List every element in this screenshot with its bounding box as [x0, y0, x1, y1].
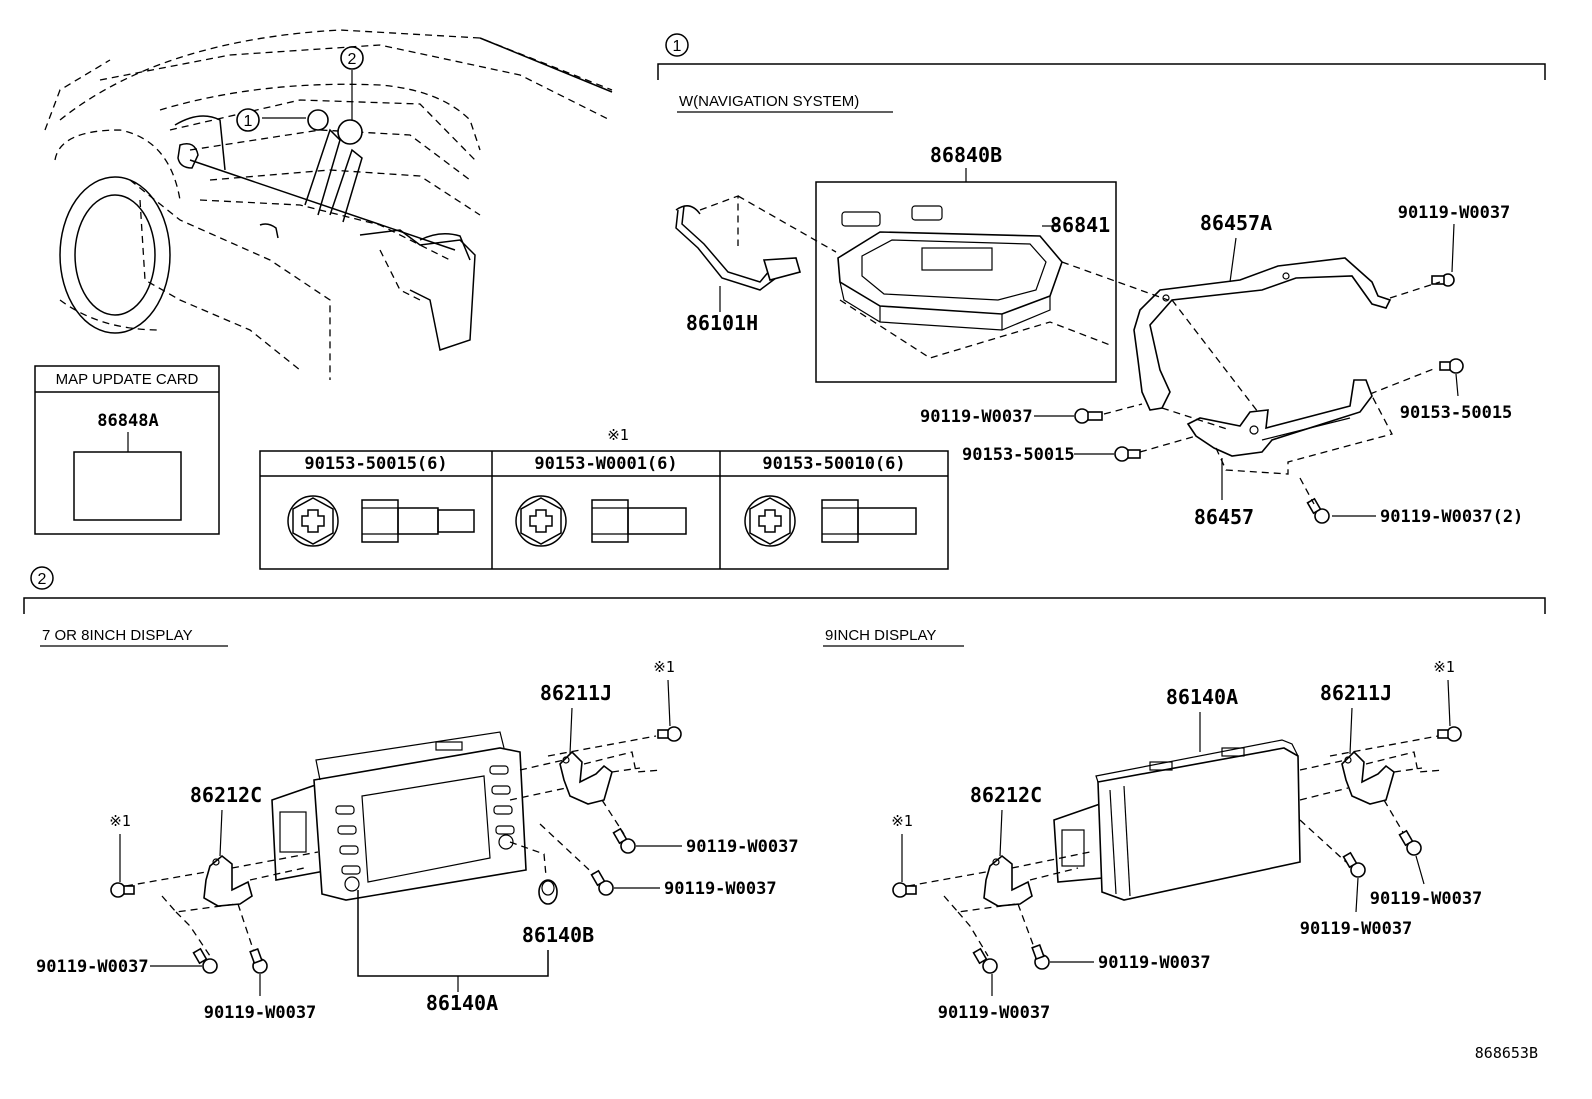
part-86211J-right-label: 86211J: [1320, 681, 1392, 705]
note-left-display-left: ※1: [109, 812, 131, 830]
section-2-marker: 2: [38, 571, 47, 588]
part-86457-label: 86457: [1194, 505, 1254, 529]
part-86212C-right-label: 86212C: [970, 783, 1042, 807]
bolt-icon: [657, 726, 682, 742]
navigation-bracket-upper: [1133, 257, 1392, 411]
map-update-card-title: MAP UPDATE CARD: [56, 371, 199, 388]
bolt-90119-W0037-right-display-bottom-left-label: 90119-W0037: [938, 1003, 1051, 1023]
bolt-icon: [1437, 726, 1462, 742]
bolt-90119-W0037-right-display-right-2-label: 90119-W0037: [1370, 889, 1483, 909]
screw-90153-50015-right-label: 90153-50015: [1400, 403, 1513, 423]
bolt-icon: [249, 947, 268, 974]
bracket-right-icon: [559, 750, 613, 805]
screw-column-1-label: 90153-50015(6): [304, 454, 447, 474]
display-assembly-9-inch: 86140A 86212C ※1 90119-W0037: [891, 658, 1482, 1023]
bolt-icon: [1431, 273, 1455, 287]
screw-side-icon: [591, 499, 687, 543]
bolt-icon: [110, 882, 135, 898]
part-86140B-label: 86140B: [522, 923, 594, 947]
part-86140A-left-label: 86140A: [426, 991, 498, 1015]
note-right-display-right: ※1: [1433, 658, 1455, 676]
bolt-90119-W0037-left-display-bottom-left-label: 90119-W0037: [36, 957, 149, 977]
note-right-display-left: ※1: [891, 812, 913, 830]
knob-icon: [538, 879, 558, 905]
bolt-90119-W0037-left-display-right-1-label: 90119-W0037: [686, 837, 799, 857]
display-buttons: [335, 765, 515, 875]
navigation-receiver-box: [815, 181, 1117, 383]
map-update-card-box: MAP UPDATE CARD 86848A: [34, 365, 220, 535]
bolt-icon: [1031, 943, 1050, 970]
screw-head-icon: [515, 495, 567, 547]
part-86140A-right-label: 86140A: [1166, 685, 1238, 709]
map-update-card-icon: [73, 451, 182, 521]
bolt-icon: [1398, 829, 1422, 856]
bolt-icon: [590, 869, 614, 896]
screw-icon: [1114, 446, 1141, 462]
section-2-display: 2 7 OR 8INCH DISPLAY 9INCH DISPLAY: [23, 566, 1546, 647]
vehicle-callout-2: 2: [348, 51, 357, 68]
screw-side-icon: [821, 499, 917, 543]
navigation-receiver-module: [837, 205, 1063, 331]
screw-table: ※1 90153-50015(6) 90153-W0001(6) 90153-5…: [259, 426, 949, 570]
vehicle-callout-1: 1: [244, 113, 253, 130]
bolt-icon: [1074, 408, 1103, 424]
bracket-left-icon: [983, 854, 1033, 907]
bolt-90119-W0037-bottom-label: 90119-W0037(2): [1380, 507, 1523, 527]
figure-id: 868653B: [1475, 1044, 1538, 1062]
navigation-harness: [675, 205, 801, 291]
part-86212C-left-label: 86212C: [190, 783, 262, 807]
screw-table-note: ※1: [607, 426, 629, 444]
display-assembly-7-8-inch: 86140B 86140A 86212C ※1 90119-W0037: [36, 658, 799, 1023]
part-86101H-label: 86101H: [686, 311, 758, 335]
screw-90153-50015-left-label: 90153-50015: [962, 445, 1075, 465]
navigation-bracket-lower: [1186, 379, 1373, 457]
bolt-icon: [192, 947, 218, 974]
bolt-icon: [972, 947, 998, 974]
bracket-left-icon: [203, 854, 253, 907]
bolt-90119-W0037-left-display-right-2-label: 90119-W0037: [664, 879, 777, 899]
screw-head-icon: [287, 495, 339, 547]
note-left-display-right: ※1: [653, 658, 675, 676]
part-86211J-left-label: 86211J: [540, 681, 612, 705]
screw-column-3-label: 90153-50010(6): [762, 454, 905, 474]
part-86841-label: 86841: [1050, 213, 1110, 237]
section-2-right-caption: 9INCH DISPLAY: [825, 627, 936, 644]
section-2-left-caption: 7 OR 8INCH DISPLAY: [42, 627, 193, 644]
section-1-marker: 1: [673, 38, 682, 55]
bolt-icon: [1342, 851, 1366, 878]
part-86840B-label: 86840B: [930, 143, 1002, 167]
part-86848A-label: 86848A: [97, 411, 158, 431]
screw-side-icon: [361, 499, 475, 543]
screw-head-icon: [744, 495, 796, 547]
bracket-right-icon: [1341, 750, 1395, 805]
vehicle-interior-sketch: 1 2: [44, 29, 613, 380]
section-1-navigation: 1 W(NAVIGATION SYSTEM) 86840B 86841: [657, 33, 1546, 529]
bolt-90119-W0037-left-label: 90119-W0037: [920, 407, 1033, 427]
section-1-caption: W(NAVIGATION SYSTEM): [679, 93, 859, 110]
bolt-90119-W0037-right-display-bottom-mid-label: 90119-W0037: [1098, 953, 1211, 973]
bolt-icon: [1306, 497, 1330, 524]
part-86457A-label: 86457A: [1200, 211, 1272, 235]
bolt-icon: [612, 827, 636, 854]
bolt-90119-W0037-top-right-label: 90119-W0037: [1398, 203, 1511, 223]
bolt-90119-W0037-right-display-right-1-label: 90119-W0037: [1300, 919, 1413, 939]
bolt-90119-W0037-left-display-bottom-label: 90119-W0037: [204, 1003, 317, 1023]
bolt-icon: [892, 882, 917, 898]
screw-column-2-label: 90153-W0001(6): [534, 454, 677, 474]
screw-icon: [1439, 358, 1464, 374]
